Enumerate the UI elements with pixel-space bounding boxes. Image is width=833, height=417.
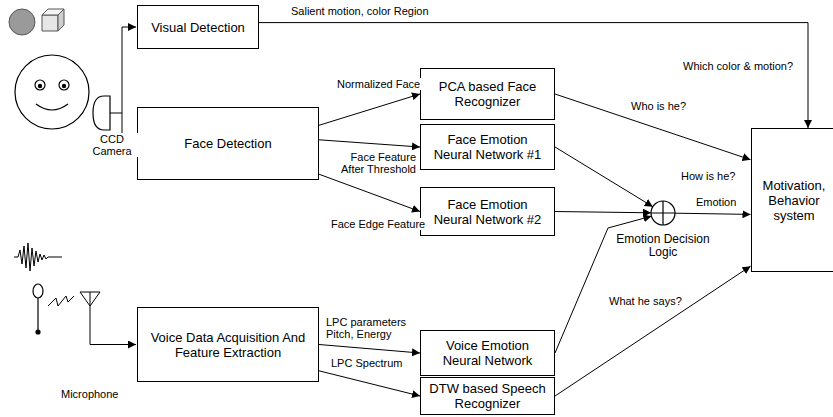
edge-label: LPC parameters Pitch, Energy	[325, 316, 413, 340]
process-box: PCA based Face Recognizer	[420, 68, 555, 120]
connector-arrow	[319, 174, 420, 211]
connector-arrow	[319, 94, 420, 125]
node-text: Face Detection	[184, 136, 271, 151]
edge-label: LPC Spectrum	[330, 357, 404, 369]
summing-junction	[650, 200, 676, 226]
process-box: Face Emotion Neural Network #1	[420, 124, 555, 170]
node-text: Face Emotion Neural Network #1	[429, 132, 546, 162]
ccd-camera	[93, 96, 110, 130]
edge-label: Normalized Face	[336, 78, 421, 90]
process-box: Face Detection	[137, 107, 319, 180]
edge-label: Salient motion, color Region	[290, 5, 430, 17]
junction-circle	[651, 201, 675, 225]
edge-label: Face Feature After Threshold	[335, 151, 417, 175]
connector-arrow	[319, 345, 420, 354]
node-text: Voice Data Acquisition And Feature Extra…	[146, 330, 310, 360]
microphone-symbol	[33, 284, 43, 334]
process-box: Visual Detection	[137, 5, 259, 49]
face-drawing	[15, 55, 89, 129]
connector-arrow	[259, 23, 808, 128]
edge-label: What he says?	[608, 295, 683, 307]
sum-circle: Emotion Decision Logic	[615, 200, 711, 259]
node-text: DTW based Speech Recognizer	[429, 381, 546, 411]
edge-label: Emotion	[695, 196, 737, 208]
process-box: Voice Emotion Neural Network	[420, 330, 555, 376]
plus-sign	[651, 201, 675, 225]
annotation-label: Which color & motion?	[682, 60, 794, 72]
process-box: Voice Data Acquisition And Feature Extra…	[137, 307, 319, 382]
node-text: Emotion Decision Logic	[615, 233, 711, 259]
connector-arrow	[319, 371, 420, 396]
edge-label: Who is he?	[630, 100, 687, 112]
annotation-label: CCD Camera	[86, 133, 138, 157]
connector-arrow	[555, 266, 751, 396]
node-text: Face Emotion Neural Network #2	[429, 197, 546, 227]
node-text: Voice Emotion Neural Network	[429, 338, 546, 368]
process-box: Face Emotion Neural Network #2	[420, 187, 555, 236]
sound-waveform	[14, 243, 62, 271]
node-text: Motivation, Behavior system	[760, 178, 829, 223]
cube-object	[42, 9, 64, 31]
node-text: PCA based Face Recognizer	[429, 79, 546, 109]
antenna-symbol	[80, 292, 136, 345]
node-text: Visual Detection	[151, 20, 245, 35]
system-box: Motivation, Behavior system	[751, 128, 833, 272]
connector-arrow	[555, 147, 653, 207]
edge-label: Face Edge Feature	[330, 218, 426, 230]
connector-arrow	[555, 94, 751, 160]
annotation-label: Microphone	[60, 388, 119, 400]
sphere-object	[9, 9, 35, 35]
wireless-signal	[48, 296, 74, 306]
process-box: DTW based Speech Recognizer	[420, 377, 555, 415]
connector-arrow	[675, 213, 751, 214]
annotation-label: How is he?	[680, 170, 736, 182]
connector-arrow	[319, 140, 420, 147]
camera-wires	[110, 27, 136, 143]
connector-arrow	[555, 212, 651, 213]
